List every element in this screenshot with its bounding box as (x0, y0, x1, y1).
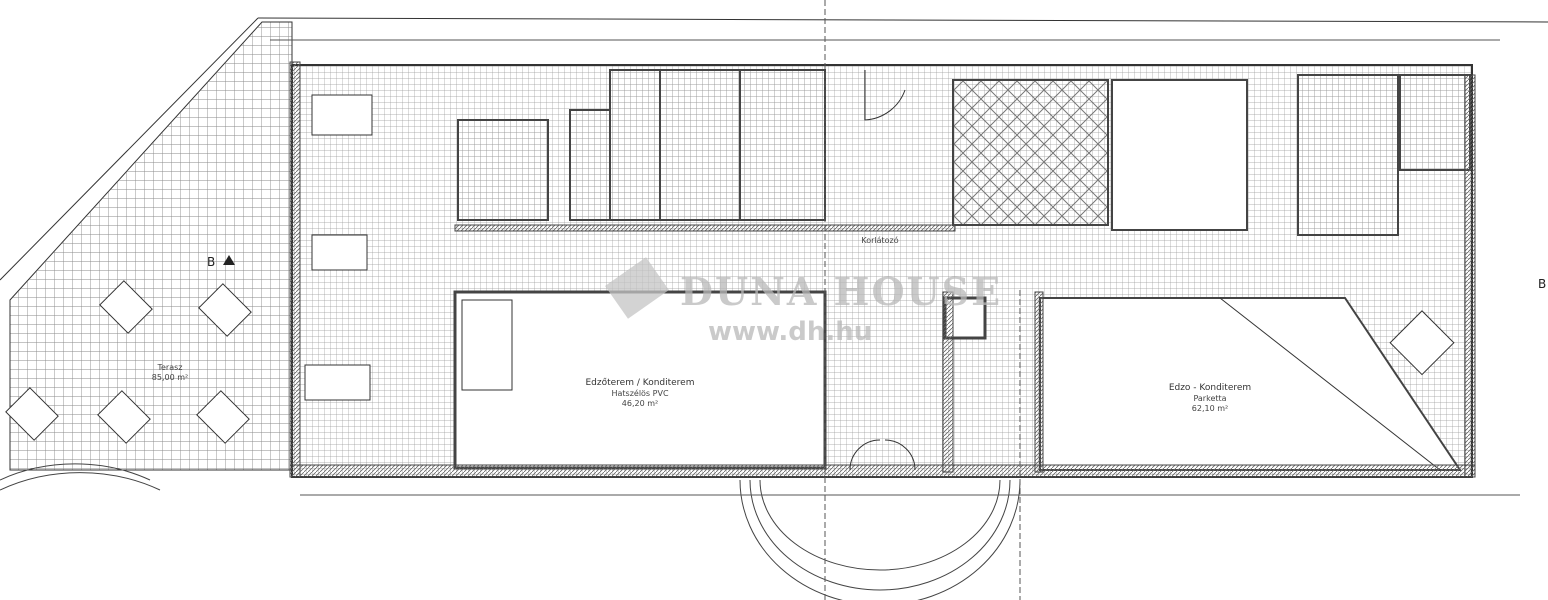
corridor-label: Korlátozó (861, 235, 898, 245)
terrace-label: Terasz (156, 363, 182, 372)
watermark-url: www.dh.hu (708, 317, 872, 347)
watermark-brand: DUNA HOUSE (680, 269, 1002, 314)
hall-label: Edzo - Konditerem (1169, 383, 1251, 393)
entrance-steps (0, 463, 1021, 600)
hall-area: 62,10 m² (1192, 404, 1228, 413)
section-marker-right: B (1538, 277, 1546, 291)
building: Edzőterem / Konditerem Hatszélös PVC 46,… (289, 61, 1476, 478)
gym-label: Edzőterem / Konditerem (585, 378, 694, 388)
terrace-tables (5, 280, 252, 444)
gym-area: 46,20 m² (622, 399, 658, 408)
section-marker-left: B (207, 255, 215, 269)
dimension-lines (270, 0, 1520, 600)
gym-floor: Hatszélös PVC (611, 388, 668, 398)
watermark: DUNA HOUSE www.dh.hu (605, 257, 1002, 347)
hall-floor: Parketta (1193, 394, 1226, 403)
terrace-area: 85,00 m² (152, 373, 188, 382)
terrace: Terasz 85,00 m² (0, 17, 1548, 471)
